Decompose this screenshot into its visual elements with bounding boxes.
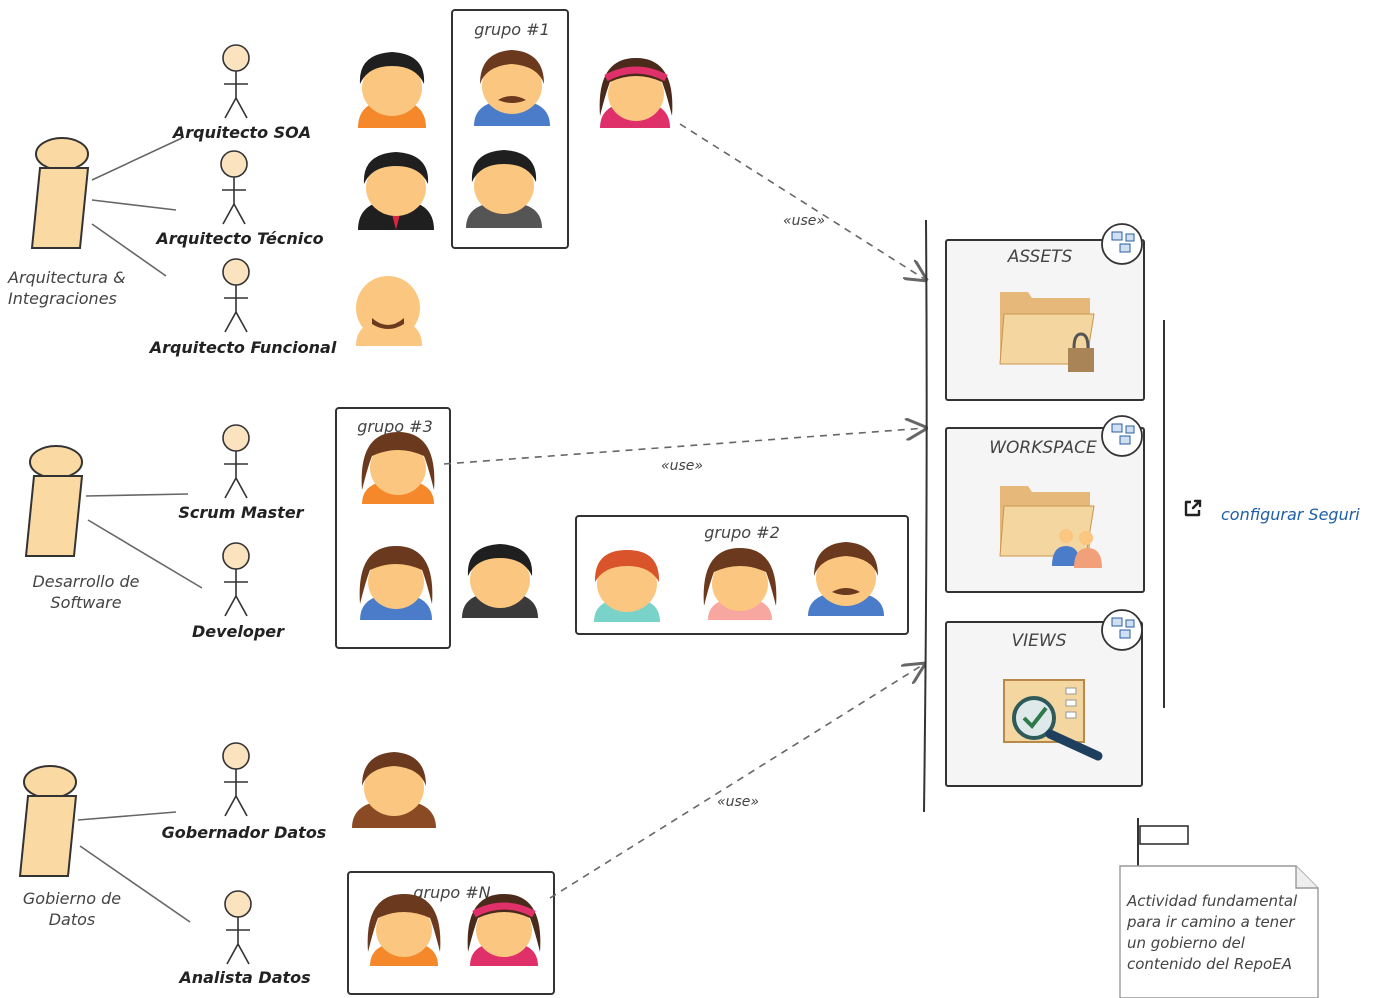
person-avatar	[466, 150, 542, 228]
use-label: «use»	[783, 213, 825, 229]
person-avatar	[356, 276, 422, 346]
department-arquitectura: Arquitectura & Integraciones	[7, 137, 126, 308]
shared-folder-icon	[999, 486, 1102, 568]
person-avatars	[352, 52, 672, 828]
stick-figure-icon	[224, 890, 252, 965]
note-line: para ir camino a tener	[1126, 913, 1295, 931]
person-avatar	[358, 152, 434, 230]
business-actor-icon	[19, 765, 77, 877]
department-label-line2: Integraciones	[8, 289, 117, 308]
person-avatar	[358, 52, 426, 128]
person-avatar	[462, 544, 538, 618]
group-label: grupo #N	[413, 883, 490, 902]
role-analista-datos: Analista Datos	[177, 890, 311, 987]
person-avatar	[808, 542, 884, 616]
department-label-line2: Software	[50, 593, 121, 612]
department-label-line1: Gobierno de	[23, 889, 121, 908]
role-label: Arquitecto Funcional	[148, 338, 337, 357]
stick-figure-icon	[222, 44, 250, 119]
note-line: Actividad fundamental	[1126, 892, 1298, 910]
repository-workspace[interactable]: WORKSPACE	[945, 415, 1145, 593]
stick-figure-icon	[222, 258, 250, 333]
module-icon	[1101, 609, 1143, 651]
dependency-group3-workspace: «use»	[443, 428, 926, 474]
person-avatar	[703, 548, 777, 620]
group-3: grupo #3	[335, 407, 451, 649]
department-label-line1: Arquitectura &	[7, 268, 126, 287]
role-label: Gobernador Datos	[162, 823, 327, 842]
views-title: VIEWS	[1012, 631, 1067, 651]
role-label: Developer	[192, 622, 285, 641]
flag-icon	[1137, 818, 1189, 872]
role-arquitecto-tecnico: Arquitecto Técnico	[154, 150, 324, 248]
role-gobernador-datos: Gobernador Datos	[162, 742, 327, 842]
workspace-title: WORKSPACE	[989, 438, 1097, 458]
group-1: grupo #1	[451, 9, 569, 249]
configurar-seguridad-link[interactable]: configurar Seguri	[1221, 505, 1360, 524]
repository-views[interactable]: VIEWS	[945, 609, 1143, 787]
role-label: Scrum Master	[178, 503, 304, 522]
department-label-line1: Desarrollo de	[32, 572, 139, 591]
person-avatar	[474, 50, 550, 126]
person-avatar	[600, 58, 673, 128]
assets-title: ASSETS	[1007, 247, 1073, 267]
role-label: Analista Datos	[177, 968, 310, 987]
stick-figure-icon	[222, 742, 250, 817]
person-avatar	[468, 894, 541, 966]
person-avatar	[367, 894, 441, 966]
group-label: grupo #1	[474, 20, 550, 39]
person-avatar	[352, 752, 436, 828]
role-label: Arquitecto Técnico	[154, 229, 323, 248]
department-gobierno: Gobierno de Datos	[19, 765, 121, 929]
locked-folder-icon	[999, 292, 1095, 372]
stick-figure-icon	[220, 150, 248, 225]
person-avatar	[359, 546, 433, 620]
role-arquitecto-soa: Arquitecto SOA	[171, 44, 311, 142]
module-icon	[1101, 223, 1143, 265]
module-icon	[1101, 415, 1143, 457]
role-scrum-master: Scrum Master	[178, 424, 305, 522]
group-label: grupo #2	[704, 523, 780, 542]
association-lines	[77, 137, 203, 923]
group-label: grupo #3	[357, 417, 433, 436]
group-2: grupo #2	[575, 515, 909, 635]
stick-figure-icon	[222, 424, 250, 499]
note-line: un gobierno del	[1127, 934, 1246, 952]
role-arquitecto-funcional: Arquitecto Funcional	[148, 258, 337, 357]
person-avatar	[361, 432, 435, 504]
group-n: grupo #N	[347, 871, 555, 995]
view-checklist-icon	[1003, 679, 1103, 761]
business-actor-icon	[25, 445, 83, 557]
stick-figure-icon	[222, 542, 250, 617]
use-label: «use»	[717, 794, 759, 810]
department-label-line2: Datos	[49, 910, 96, 929]
dependency-groupn-views: «use»	[549, 664, 924, 899]
note: Actividad fundamental para ir camino a t…	[1119, 818, 1319, 998]
repository-assets[interactable]: ASSETS	[945, 223, 1145, 401]
external-link-icon[interactable]	[1182, 497, 1204, 519]
role-developer: Developer	[192, 542, 285, 641]
dependency-group1-assets: «use»	[679, 123, 926, 280]
note-line: contenido del RepoEA	[1127, 955, 1292, 973]
person-avatar	[594, 550, 660, 622]
use-label: «use»	[661, 458, 703, 474]
business-actor-icon	[31, 137, 89, 249]
role-label: Arquitecto SOA	[171, 123, 311, 142]
department-desarrollo: Desarrollo de Software	[25, 445, 140, 612]
repository-panel: ASSETS WORKSPACE	[923, 219, 1165, 813]
